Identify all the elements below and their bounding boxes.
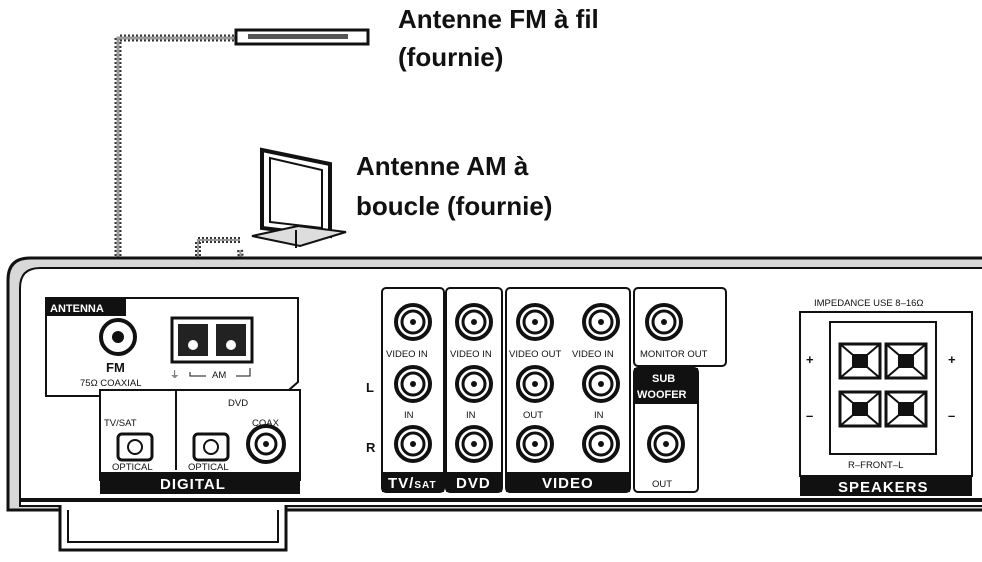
dvd-video-in-label: VIDEO IN bbox=[450, 349, 492, 360]
am-antenna-callout-line2: boucle (fournie) bbox=[356, 191, 552, 221]
video-audio-out-label: OUT bbox=[523, 410, 543, 421]
video-out-label: VIDEO OUT bbox=[509, 349, 561, 360]
fm-coaxial-jack[interactable] bbox=[99, 318, 137, 356]
optical-tvsat-jack[interactable] bbox=[116, 432, 154, 462]
ground-symbol: ⏚ bbox=[170, 370, 180, 381]
video-out-jack[interactable] bbox=[516, 303, 554, 341]
optical-dvd-jack[interactable] bbox=[192, 432, 230, 462]
speaker-terminal-front-l-plus[interactable] bbox=[884, 342, 928, 380]
dvd-banner: DVD bbox=[456, 475, 491, 492]
video-audio-r-out-jack[interactable] bbox=[516, 425, 554, 463]
monitor-out-label: MONITOR OUT bbox=[640, 349, 708, 360]
video-video-in-label: VIDEO IN bbox=[572, 349, 614, 360]
tvsat-video-in-label: VIDEO IN bbox=[386, 349, 428, 360]
fm-spec-label: 75Ω COAXIAL bbox=[80, 378, 142, 389]
av-jack-panel: VIDEO IN VIDEO IN VIDEO OUT VIDEO IN MON… bbox=[366, 287, 727, 493]
digital-section: TV/SAT DVD COAX OPTICAL OPTICAL DIGITAL bbox=[99, 389, 301, 494]
fm-wire-antenna bbox=[114, 28, 370, 320]
antenna-section: ANTENNA FM 75Ω COAXIAL ⏚ AM bbox=[45, 297, 299, 397]
minus-left-label: – bbox=[806, 408, 813, 423]
tvsat-audio-r-jack[interactable] bbox=[394, 425, 432, 463]
speakers-banner: SPEAKERS bbox=[838, 479, 929, 496]
digital-tvsat-label: TV/SAT bbox=[104, 418, 137, 429]
video-in-jack[interactable] bbox=[582, 303, 620, 341]
optical-dvd-label: OPTICAL bbox=[188, 462, 229, 473]
fm-antenna-callout-line2: (fournie) bbox=[398, 42, 503, 72]
subwoofer-out-jack[interactable] bbox=[647, 425, 685, 463]
subwoofer-out-label: OUT bbox=[652, 479, 672, 490]
tvsat-video-in-jack[interactable] bbox=[394, 303, 432, 341]
video-audio-in-label: IN bbox=[594, 410, 604, 421]
subwoofer-label-line1: SUB bbox=[652, 373, 675, 385]
speaker-terminal-front-r-minus[interactable] bbox=[838, 390, 882, 428]
digital-coax-label: COAX bbox=[252, 418, 280, 429]
fm-label: FM bbox=[106, 360, 125, 375]
coax-dvd-jack[interactable] bbox=[246, 424, 286, 464]
minus-right-label: – bbox=[948, 408, 955, 423]
video-audio-l-out-jack[interactable] bbox=[516, 365, 554, 403]
antenna-title: ANTENNA bbox=[50, 303, 104, 315]
dvd-video-in-jack[interactable] bbox=[455, 303, 493, 341]
dvd-audio-in-label: IN bbox=[466, 410, 476, 421]
monitor-out-jack[interactable] bbox=[645, 303, 683, 341]
optical-tvsat-label: OPTICAL bbox=[112, 462, 153, 473]
tvsat-banner: TV/SAT bbox=[388, 475, 437, 492]
digital-dvd-label: DVD bbox=[228, 398, 248, 409]
plus-right-label: + bbox=[948, 352, 956, 367]
video-banner: VIDEO bbox=[542, 475, 594, 492]
fm-antenna-callout-line1: Antenne FM à fil bbox=[398, 4, 599, 34]
am-label: AM bbox=[212, 370, 226, 381]
front-channel-label: R–FRONT–L bbox=[848, 460, 903, 471]
plus-left-label: + bbox=[806, 352, 814, 367]
subwoofer-label-line2: WOOFER bbox=[637, 389, 687, 401]
dvd-audio-l-jack[interactable] bbox=[455, 365, 493, 403]
speakers-section: IMPEDANCE USE 8–16Ω + + – – R–FRONT–L bbox=[799, 298, 973, 496]
speaker-terminal-front-l-minus[interactable] bbox=[884, 390, 928, 428]
right-channel-label: R bbox=[366, 440, 376, 455]
am-loop-antenna bbox=[183, 147, 347, 320]
digital-banner: DIGITAL bbox=[160, 476, 226, 493]
video-audio-r-in-jack[interactable] bbox=[582, 425, 620, 463]
speaker-terminal-front-r-plus[interactable] bbox=[838, 342, 882, 380]
tvsat-audio-l-jack[interactable] bbox=[394, 365, 432, 403]
video-audio-l-in-jack[interactable] bbox=[582, 365, 620, 403]
am-antenna-callout-line1: Antenne AM à bbox=[356, 151, 529, 181]
tvsat-audio-in-label: IN bbox=[404, 410, 414, 421]
am-terminal-block[interactable] bbox=[170, 316, 254, 364]
left-channel-label: L bbox=[366, 380, 374, 395]
impedance-label: IMPEDANCE USE 8–16Ω bbox=[814, 298, 924, 309]
dvd-audio-r-jack[interactable] bbox=[455, 425, 493, 463]
